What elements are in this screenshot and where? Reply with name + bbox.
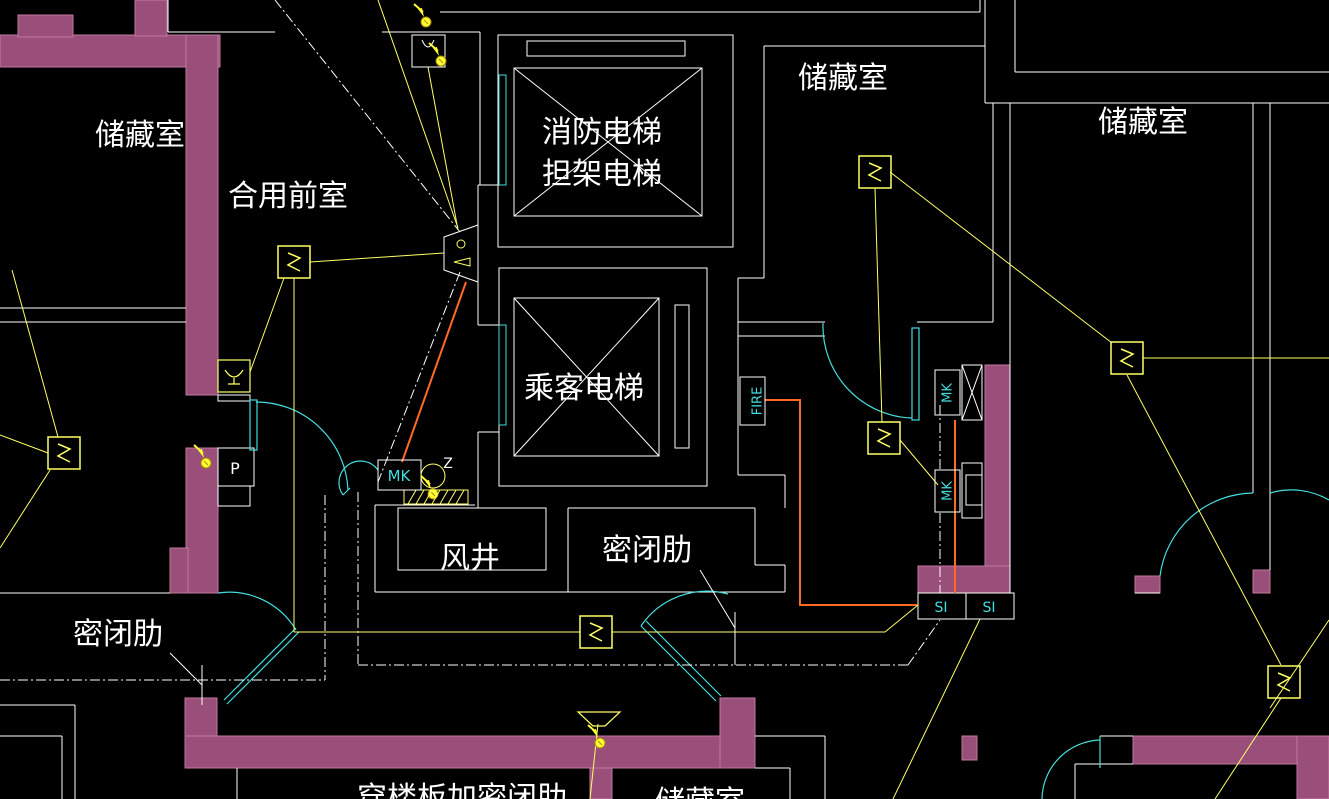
label-bottom-right-partial: 储藏室 [655, 785, 745, 799]
grille [403, 489, 469, 505]
fire-circuit [401, 281, 956, 606]
horn-icon [453, 239, 471, 267]
door-arcs [217, 322, 1329, 799]
label-shared-lobby: 合用前室 [228, 179, 348, 214]
si-right-label: SI [982, 600, 995, 616]
label-airtight-rib-left: 密闭肋 [73, 617, 163, 652]
label-airtight-rib-center: 密闭肋 [602, 533, 692, 568]
cable-routes [0, 0, 941, 681]
pump-label: P [230, 459, 240, 478]
device-boxes [377, 369, 961, 513]
room-labels: 储藏室 储藏室 储藏室 合用前室 消防电梯 担架电梯 乘客电梯 风井 密闭肋 密… [73, 61, 1188, 799]
z-marker-label: Z [443, 456, 453, 472]
leader-lines [169, 569, 736, 705]
label-passenger-elevator: 乘客电梯 [524, 371, 644, 406]
label-stair-slab-rib: 穿楼板加密闭肋 [357, 781, 567, 799]
label-storage-left: 储藏室 [95, 118, 185, 153]
label-fire-elevator-1: 消防电梯 [542, 115, 662, 150]
lighting-switch-icon [47, 155, 1301, 699]
mk-right-top-label: MK [941, 383, 956, 403]
label-storage-center: 储藏室 [798, 61, 888, 96]
smoke-detector-icon [217, 359, 251, 393]
label-air-shaft: 风井 [440, 541, 500, 576]
horn-icon-bottom [576, 711, 622, 727]
label-fire-elevator-2: 担架电梯 [542, 157, 662, 192]
mk-right-bottom-label: MK [941, 481, 956, 501]
si-left-label: SI [934, 600, 947, 616]
device-text: FIRE MK MK MK SI SI P Z [230, 383, 995, 616]
mk-left-label: MK [388, 467, 412, 485]
fire-panel-label: FIRE [751, 387, 766, 416]
label-storage-right: 储藏室 [1098, 105, 1188, 140]
